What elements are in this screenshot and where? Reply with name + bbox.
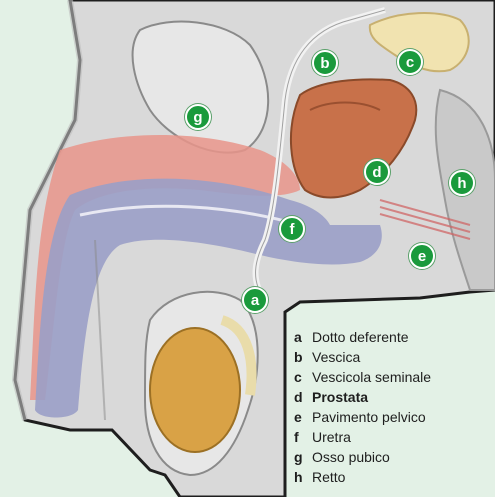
marker-c: c <box>397 49 423 75</box>
legend-label: Retto <box>312 469 490 485</box>
legend-letter: d <box>294 389 312 405</box>
legend-item-g: g Osso pubico <box>294 449 490 469</box>
legend-item-e: e Pavimento pelvico <box>294 409 490 429</box>
legend-label: Pavimento pelvico <box>312 409 490 425</box>
marker-a: a <box>242 287 268 313</box>
legend-item-f: f Uretra <box>294 429 490 449</box>
legend-label: Vescicola seminale <box>312 369 490 385</box>
marker-b: b <box>312 50 338 76</box>
legend-item-h: h Retto <box>294 469 490 489</box>
marker-h: h <box>449 170 475 196</box>
legend-letter: h <box>294 469 312 485</box>
legend-item-b: b Vescica <box>294 349 490 369</box>
marker-f: f <box>279 216 305 242</box>
marker-g: g <box>185 104 211 130</box>
legend-letter: e <box>294 409 312 425</box>
legend-item-d: d Prostata <box>294 389 490 409</box>
legend: a Dotto deferente b Vescica c Vescicola … <box>294 329 490 489</box>
testicle <box>150 328 240 452</box>
legend-letter: b <box>294 349 312 365</box>
legend-label: Dotto deferente <box>312 329 490 345</box>
legend-item-a: a Dotto deferente <box>294 329 490 349</box>
legend-letter: f <box>294 429 312 445</box>
legend-label: Prostata <box>312 389 490 405</box>
legend-letter: g <box>294 449 312 465</box>
legend-label: Vescica <box>312 349 490 365</box>
marker-d: d <box>364 159 390 185</box>
legend-label: Osso pubico <box>312 449 490 465</box>
legend-letter: c <box>294 369 312 385</box>
legend-item-c: c Vescicola seminale <box>294 369 490 389</box>
legend-label: Uretra <box>312 429 490 445</box>
marker-e: e <box>409 243 435 269</box>
legend-letter: a <box>294 329 312 345</box>
